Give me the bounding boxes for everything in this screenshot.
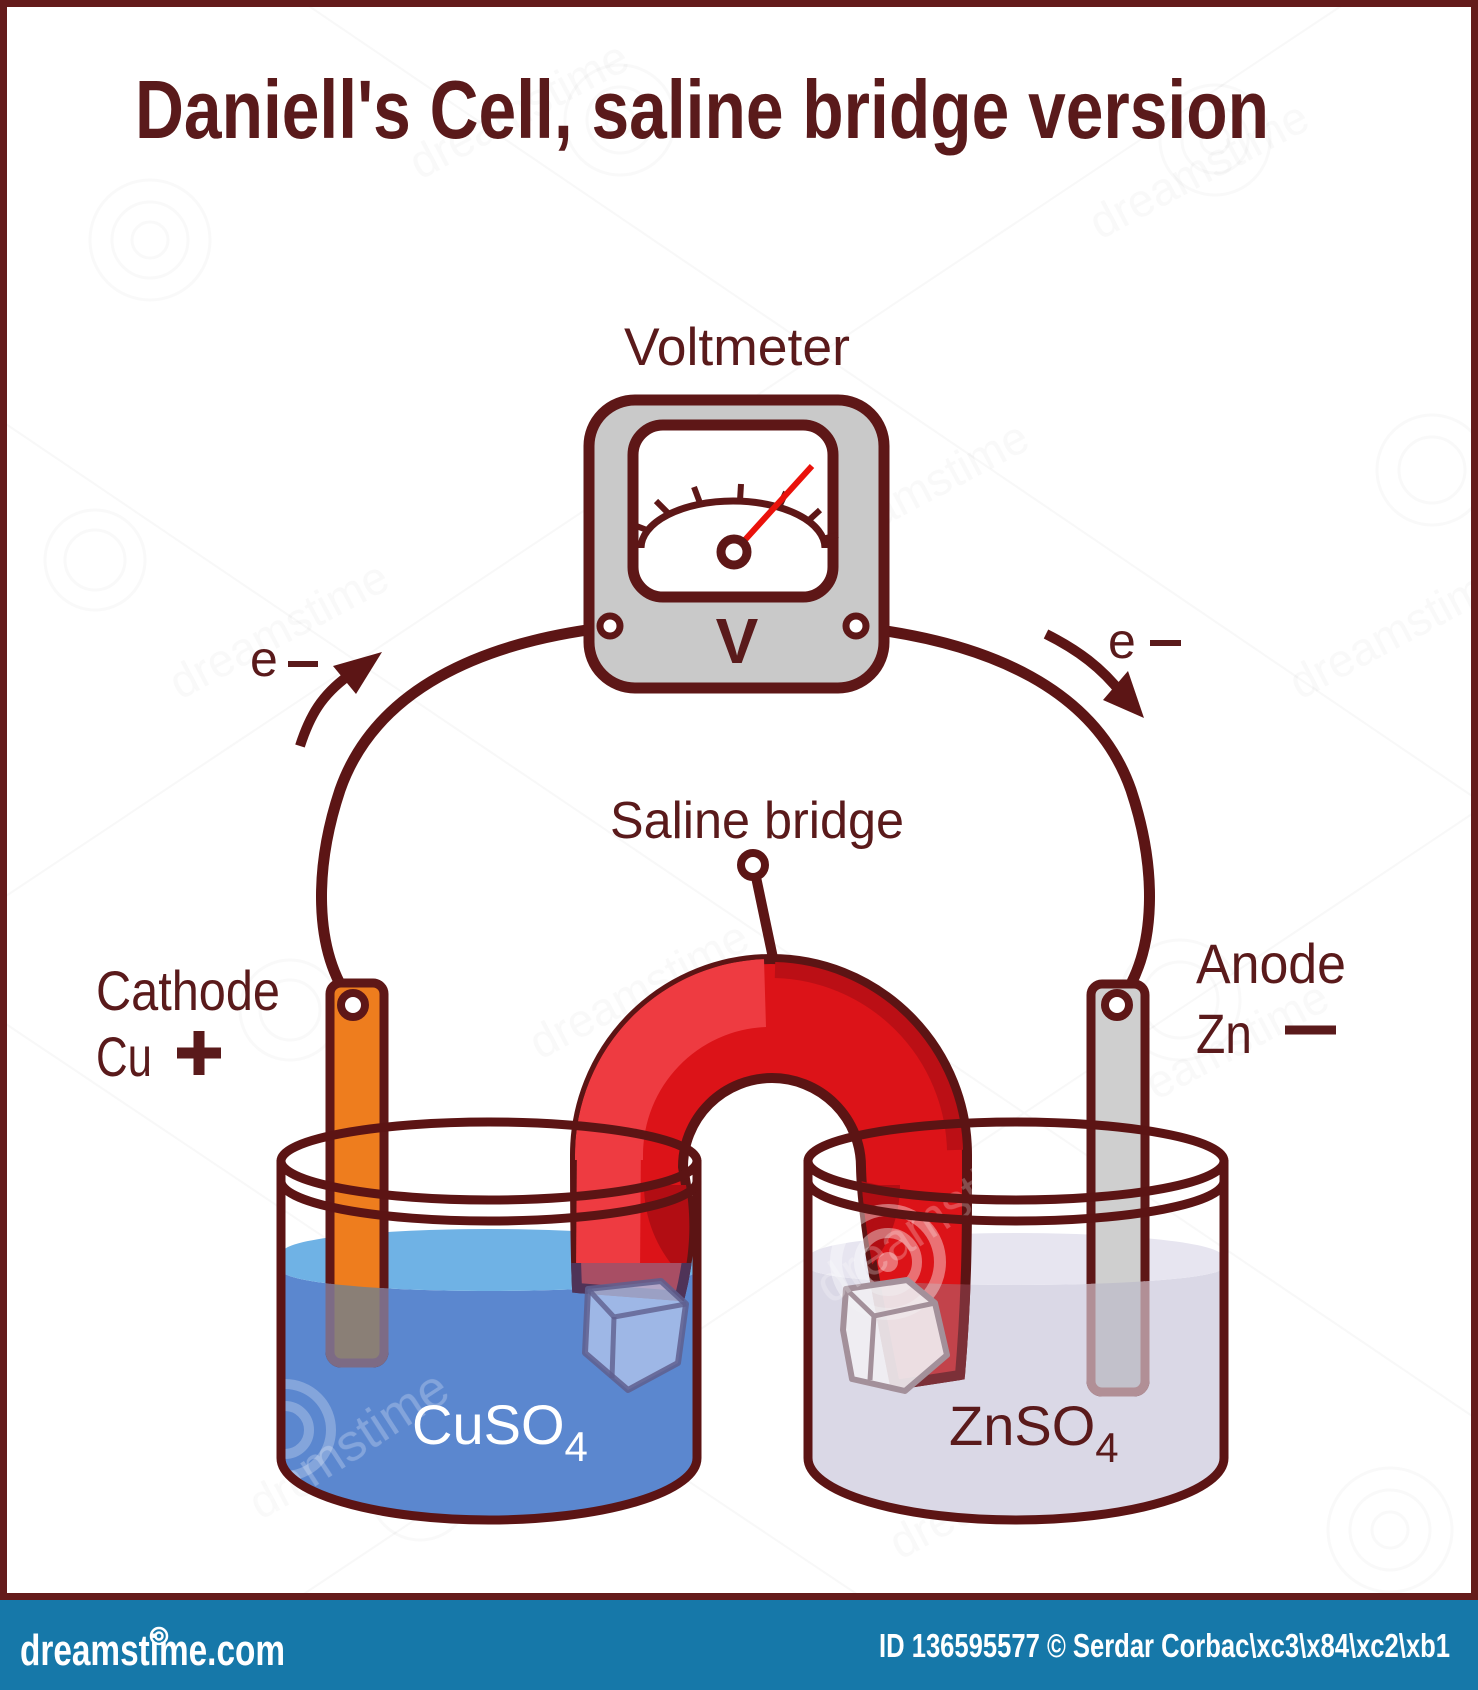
svg-text:V: V xyxy=(716,605,759,677)
svg-text:Anode: Anode xyxy=(1196,932,1346,995)
svg-text:Voltmeter: Voltmeter xyxy=(624,318,850,377)
svg-text:Daniell's Cell, saline bridge: Daniell's Cell, saline bridge version xyxy=(135,63,1269,156)
svg-text:e: e xyxy=(1108,613,1136,669)
svg-text:Cu: Cu xyxy=(96,1025,152,1088)
svg-text:e: e xyxy=(250,631,278,687)
svg-text:ID 136595577 © Serdar Corbac\x: ID 136595577 © Serdar Corbac\xc3\x84\xc2… xyxy=(879,1627,1450,1664)
svg-text:dreamstime.com: dreamstime.com xyxy=(20,1626,285,1675)
svg-text:Cathode: Cathode xyxy=(96,959,280,1022)
svg-text:Zn: Zn xyxy=(1196,1002,1252,1065)
svg-text:Saline bridge: Saline bridge xyxy=(610,792,904,850)
